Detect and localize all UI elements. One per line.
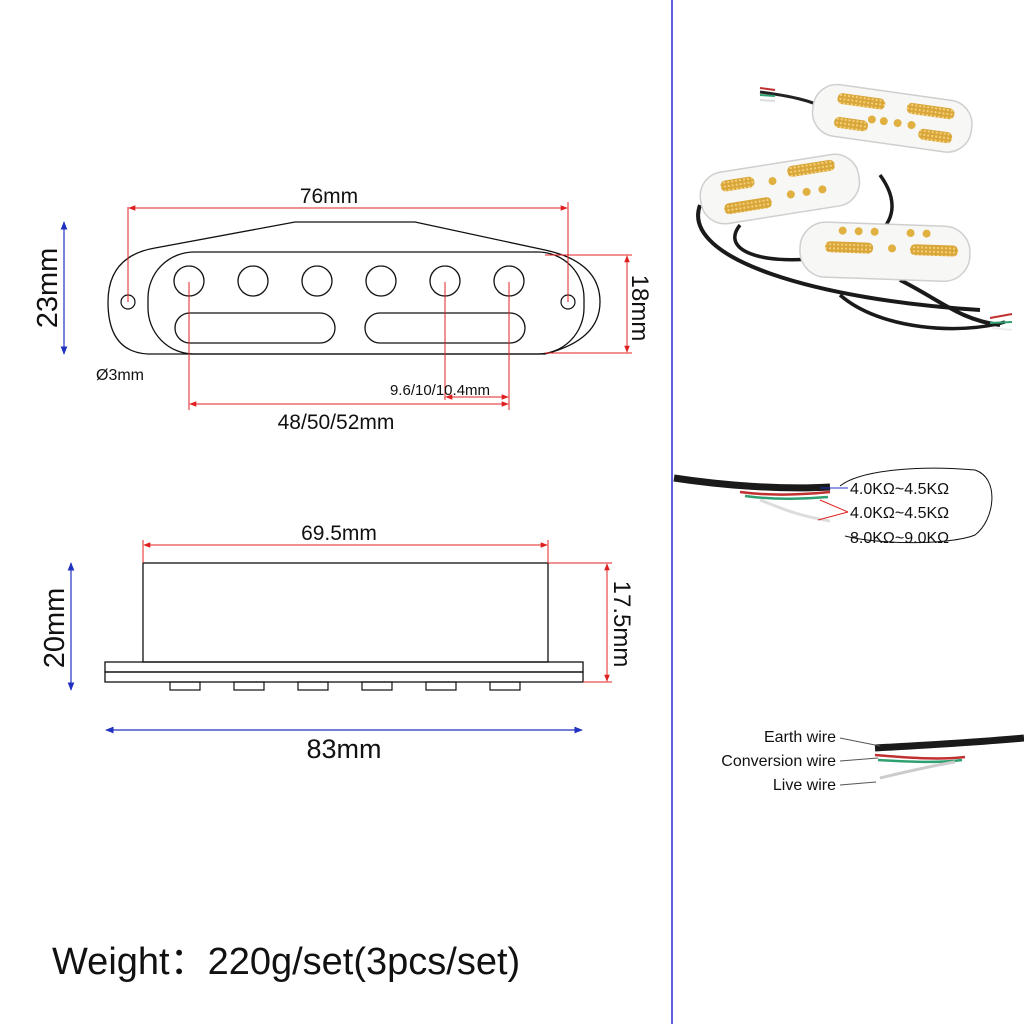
cover-width-label: 69.5mm: [301, 522, 377, 545]
pole-piece: [365, 265, 397, 297]
live-wire-label: Live wire: [773, 777, 836, 794]
resistance-diagram: 4.0KΩ~4.5KΩ 4.0KΩ~4.5KΩ 8.0KΩ~9.0KΩ: [673, 467, 993, 547]
wire-diagram: Earth wire Conversion wire Live wire: [721, 729, 1024, 794]
cover-height-label: 17.5mm: [608, 581, 635, 668]
side-pole-foot: [233, 681, 265, 691]
dim-inner-height-label: 18mm: [626, 275, 653, 342]
earth-wire-label: Earth wire: [764, 729, 836, 746]
pole-piece: [301, 265, 333, 297]
resistance-loop: [839, 467, 993, 544]
hole-diameter-label: Ø3mm: [96, 367, 144, 384]
pickup-cover-outline: [147, 251, 585, 355]
base-width-label: 83mm: [306, 734, 381, 764]
blade-slot-left: [174, 312, 336, 344]
pole-piece: [237, 265, 269, 297]
dim-height-label: 23mm: [32, 248, 64, 329]
side-pole-foot: [169, 681, 201, 691]
pole-spacing-label: 9.6/10/10.4mm: [390, 382, 490, 399]
side-view-drawing: 69.5mm 20mm 17.5mm 83mm: [39, 522, 635, 764]
side-base-top: [104, 661, 584, 673]
resistance-label-1: 4.0KΩ~4.5KΩ: [850, 481, 949, 498]
pole-span-label: 48/50/52mm: [278, 411, 395, 434]
pickup-outline: [107, 221, 601, 355]
side-height-label: 20mm: [39, 588, 71, 669]
side-base-bottom: [104, 671, 584, 683]
resistance-label-2: 4.0KΩ~4.5KΩ: [850, 505, 949, 522]
weight-label: Weight：220g/set(3pcs/set): [52, 941, 521, 983]
top-view-drawing: 76mm 23mm 18mm Ø3mm 9.6/10/10.4mm 48/50/…: [32, 185, 653, 434]
side-pole-foot: [489, 681, 521, 691]
dim-width-label: 76mm: [300, 185, 358, 208]
side-pole-foot: [361, 681, 393, 691]
side-pole-foot: [297, 681, 329, 691]
resistance-label-3: 8.0KΩ~9.0KΩ: [850, 530, 949, 547]
side-cover: [142, 562, 549, 663]
conversion-wire-label: Conversion wire: [721, 753, 836, 770]
side-pole-foot: [425, 681, 457, 691]
pickup-set-photo: [696, 83, 1013, 331]
